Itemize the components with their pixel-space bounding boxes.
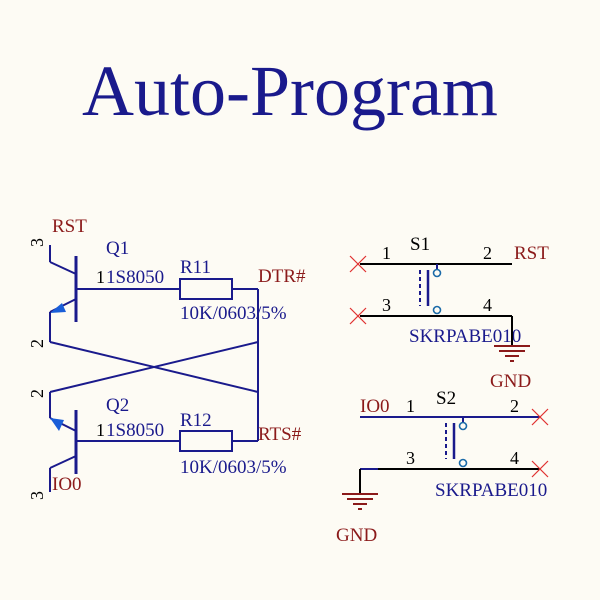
- net-label-rst-s1: RST: [514, 243, 549, 264]
- r12-body: [179, 430, 233, 452]
- q1-pin-collector: 3: [27, 238, 47, 247]
- net-label-io0-q2: IO0: [52, 474, 82, 495]
- s1-pin4: 4: [483, 295, 492, 315]
- q1-emitter-arrow: [50, 303, 66, 313]
- page-title: Auto-Program: [82, 51, 498, 131]
- q2-pin-base: 1: [96, 420, 105, 440]
- s2-pin1: 1: [406, 396, 415, 416]
- q1-collector-stub: [49, 261, 77, 275]
- s2-pin3: 3: [406, 448, 415, 468]
- s2-pin4: 4: [510, 448, 519, 468]
- r11-value: 10K/0603/5%: [180, 303, 287, 324]
- transistor-q2: 2 3 1 Q2 1S8050 IO0: [27, 389, 180, 500]
- net-label-gnd-s1: GND: [490, 371, 531, 392]
- switch-s2: 1 2 3 4 S2 SKRPABE010 IO0 GND: [336, 388, 549, 546]
- q1-pin-base: 1: [96, 267, 105, 287]
- r12-designator: R12: [180, 410, 212, 431]
- q2-pin-collector: 3: [27, 491, 47, 500]
- s1-pin2: 2: [483, 243, 492, 263]
- r12-value: 10K/0603/5%: [180, 457, 287, 478]
- resistor-r11: R11 10K/0603/5% DTR#: [179, 257, 306, 324]
- s1-bottom-contact: [432, 305, 442, 315]
- q2-emitter-to-rts-wire: [49, 341, 259, 393]
- q2-emitter-arrow: [50, 418, 64, 431]
- s1-pin3: 3: [382, 295, 391, 315]
- switch-s1: 1 2 3 4 S1 SKRPABE010 RST GND: [349, 234, 549, 392]
- s2-top-contact: [458, 421, 468, 431]
- q2-pin-emitter: 2: [27, 389, 47, 398]
- resistor-r12: R12 10K/0603/5% RTS#: [179, 410, 302, 478]
- s2-designator: S2: [436, 388, 456, 409]
- net-label-rts: RTS#: [258, 424, 302, 445]
- q2-part-number: 1S8050: [106, 420, 164, 441]
- net-label-dtr: DTR#: [258, 266, 306, 287]
- net-label-gnd-s2: GND: [336, 525, 377, 546]
- s1-pin1: 1: [382, 243, 391, 263]
- net-label-io0-s2: IO0: [360, 396, 390, 417]
- s2-bottom-contact: [458, 458, 468, 468]
- s2-part-number: SKRPABE010: [435, 480, 547, 501]
- q1-part-number: 1S8050: [106, 267, 164, 288]
- q2-collector-stub: [49, 455, 77, 469]
- transistor-q1: 3 2 1 Q1 1S8050 RST: [27, 216, 180, 348]
- s1-top-contact: [432, 268, 442, 278]
- cross-coupling-wires: [49, 289, 259, 441]
- r11-body: [179, 278, 233, 300]
- s1-designator: S1: [410, 234, 430, 255]
- q2-designator: Q2: [106, 395, 129, 416]
- net-label-rst-q1: RST: [52, 216, 87, 237]
- s2-pin2: 2: [510, 396, 519, 416]
- r11-designator: R11: [180, 257, 211, 278]
- q1-pin-emitter: 2: [27, 339, 47, 348]
- q1-designator: Q1: [106, 238, 129, 259]
- s1-part-number: SKRPABE010: [409, 326, 521, 347]
